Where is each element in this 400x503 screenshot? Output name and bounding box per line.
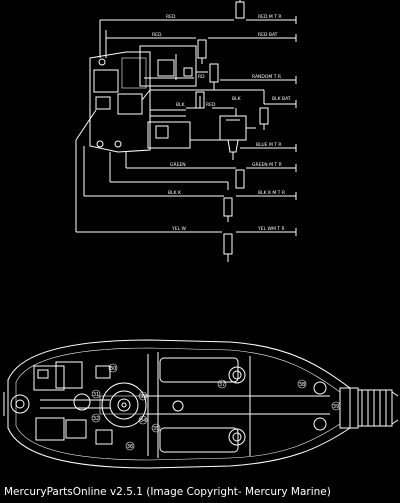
svg-text:36: 36 (127, 444, 133, 450)
connector-yel-mtr (223, 233, 233, 262)
label-blk-mtr: BLK K M T R (258, 190, 285, 196)
image-caption: MercuryPartsOnline v2.5.1 (Image Copyrig… (4, 486, 331, 498)
label-green-mtr: GREEN M T R (252, 162, 282, 168)
mounting-boss-top (228, 366, 246, 384)
mounting-boss-bottom (228, 428, 246, 446)
connector-blk-bat (259, 107, 269, 130)
harness-trunk (75, 20, 127, 232)
label-blk-bottom: BLK (232, 96, 242, 102)
callout: 36 (125, 441, 135, 451)
svg-text:35: 35 (153, 426, 159, 432)
callout: 38 (297, 379, 307, 389)
connector-green-mtr (235, 169, 245, 189)
callout: 32 (91, 413, 101, 423)
wire-labels: RED RED M T R RED RED BAT RD RANDOM T R … (152, 14, 291, 232)
end-cap (3, 392, 30, 416)
label-random-mtr: RANDOM T R (252, 74, 281, 80)
housing-outline (7, 339, 351, 469)
circuit-board (139, 45, 197, 149)
label-rd: RD (198, 74, 205, 80)
shaft-tube (146, 352, 330, 458)
svg-text:30: 30 (110, 366, 116, 372)
toggle-switch (219, 108, 256, 160)
control-module (33, 361, 113, 445)
wire-runs (76, 16, 297, 236)
connector-blk (195, 91, 205, 109)
control-box (89, 51, 151, 153)
label-red-bat: RED BAT (258, 32, 278, 38)
svg-text:34: 34 (140, 418, 146, 424)
connector-red-motor (235, 0, 245, 19)
svg-text:32: 32 (93, 416, 99, 422)
label-yel-wmtr: YEL WM T R (257, 226, 285, 232)
svg-text:37: 37 (219, 382, 225, 388)
label-yel-w: YEL W (171, 226, 187, 232)
motor-head-assembly: 30 31 32 33 34 35 36 37 38 39 (3, 339, 399, 469)
housing-inner-outline (15, 347, 341, 461)
callout: 39 (331, 401, 341, 411)
connector-blk-mtr (223, 197, 233, 222)
label-green: GREEN (170, 162, 186, 168)
label-red-switch: RED (206, 102, 216, 108)
label-blk-left: BLK K (168, 190, 182, 196)
callout: 33 (138, 391, 148, 401)
connector-random (209, 63, 219, 90)
wiring-schematic: RED RED M T R RED RED BAT RD RANDOM T R … (75, 0, 297, 262)
shaft-collar (339, 387, 399, 429)
mounting-boss-right (313, 381, 327, 431)
callout: 37 (217, 379, 227, 389)
label-red-mid: RED (152, 32, 162, 38)
callout: 35 (151, 423, 161, 433)
svg-text:31: 31 (93, 392, 99, 398)
callout: 30 (108, 363, 118, 373)
callouts: 30 31 32 33 34 35 36 37 38 39 (91, 363, 341, 451)
label-blk-bat: BLK BAT (272, 96, 291, 102)
callout: 34 (138, 415, 148, 425)
label-blk: BLK (176, 102, 186, 108)
svg-text:33: 33 (140, 394, 146, 400)
svg-text:39: 39 (333, 404, 339, 410)
connector-red-bat (197, 39, 207, 64)
svg-text:38: 38 (299, 382, 305, 388)
label-red-top: RED (166, 14, 176, 20)
callout: 31 (91, 389, 101, 399)
label-red-motor: RED M T R (258, 14, 281, 20)
label-blue-mtr: BLUE M T R (256, 142, 282, 148)
